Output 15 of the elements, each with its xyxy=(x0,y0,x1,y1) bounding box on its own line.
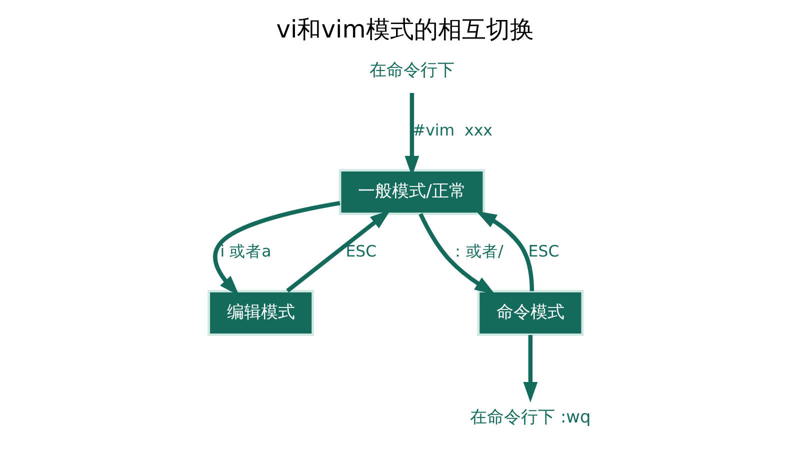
arrow xyxy=(476,210,534,292)
node-box: 命令模式 xyxy=(476,290,584,336)
node-box: 一般模式/正常 xyxy=(338,169,485,216)
node-text: 在命令行下 :wq xyxy=(470,406,590,427)
edge-label: ESC xyxy=(528,242,559,261)
arrow xyxy=(286,210,390,293)
edge-label: ESC xyxy=(345,242,376,261)
node-text: 在命令行下 xyxy=(368,60,454,80)
edge-label: #vim xxx xyxy=(412,120,492,140)
edge-label: ：或者/ xyxy=(449,242,503,261)
arrow xyxy=(522,334,538,403)
diagram-title: vi和vim模式的相互切换 xyxy=(276,15,534,44)
arrow xyxy=(418,213,495,295)
node-box: 编辑模式 xyxy=(207,290,314,336)
edge-label: i 或者a xyxy=(220,242,271,261)
